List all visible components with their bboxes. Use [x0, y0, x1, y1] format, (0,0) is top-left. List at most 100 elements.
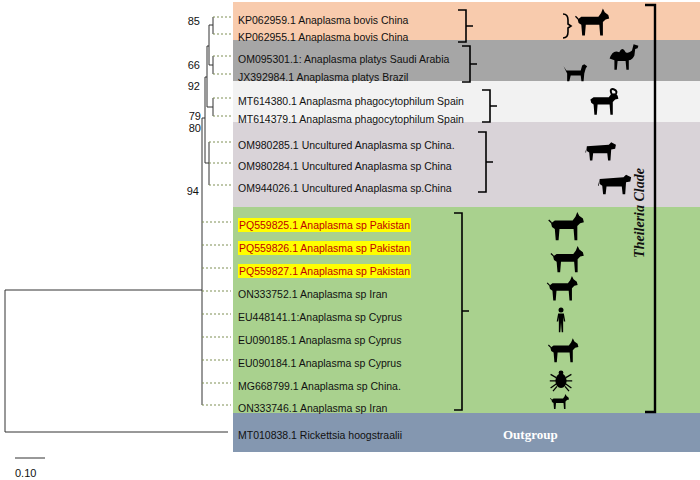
taxon-label: ON333746.1 Anaplasma sp Iran [238, 401, 387, 415]
camel-icon [610, 44, 639, 70]
taxon-label: PQ559825.1 Anaplasma sp Pakistan [238, 218, 411, 232]
tree-branch [5, 290, 202, 291]
clade-band: OM980285.1 Uncultured Anaplasma sp China… [233, 122, 700, 207]
tip-branch [202, 222, 231, 223]
bootstrap-value: 94 [187, 184, 199, 198]
tree-branch [5, 432, 228, 433]
group-bracket [458, 10, 473, 42]
goat-icon [575, 9, 609, 36]
cow-icon [585, 142, 616, 160]
text-holder: MT614379.1 Anaplasma phagocytophilum Spa… [238, 109, 464, 127]
clade-band: KP062959.1 Anaplasma bovis ChinaKP062955… [233, 2, 700, 40]
taxon-label: MT010838.1 Rickettsia hoogstraalii [238, 428, 402, 442]
text-holder: PQ559826.1 Anaplasma sp Pakistan [238, 238, 411, 256]
tip-branch [213, 98, 231, 99]
tree-branch [15, 458, 45, 459]
taxon-label: OM944026.1 Uncultured Anaplasma sp.China [238, 181, 452, 195]
text-holder: 92 [188, 76, 200, 94]
tree-branch [207, 46, 209, 47]
tree-branch [209, 25, 210, 65]
tip-branch [202, 291, 231, 292]
clade-band: PQ559825.1 Anaplasma sp PakistanPQ559826… [233, 207, 700, 413]
clade-title: Theileria Clade [633, 168, 647, 258]
goat-icon [548, 338, 578, 362]
text-holder: OM095301.1: Anaplasma platys Saudi Arabi… [238, 49, 449, 67]
tip-branch [213, 56, 231, 57]
text-holder: EU448141.1:Anaplasma sp Cyprus [238, 307, 402, 325]
goat-icon [548, 212, 584, 240]
bootstrap-value: 85 [188, 14, 200, 28]
taxon-label: OM980285.1 Uncultured Anaplasma sp China… [238, 138, 455, 152]
text-holder: MT010838.1 Rickettsia hoogstraalii [238, 425, 402, 443]
taxon-label: MT614380.1 Anaplasma phagocytophilum Spa… [238, 94, 464, 108]
tip-branch [213, 17, 231, 18]
outgroup-label: Outgroup [503, 428, 558, 442]
dog-icon [564, 64, 588, 81]
clade-band: MT614380.1 Anaplasma phagocytophilum Spa… [233, 81, 700, 122]
taxon-label: PQ559826.1 Anaplasma sp Pakistan [238, 241, 411, 255]
group-brackets [454, 5, 655, 412]
group-bracket [454, 213, 469, 410]
host-brace [563, 14, 571, 38]
tip-branch [213, 74, 231, 75]
taxon-label: OM980284.1 Uncultured Anaplasma sp China [238, 159, 452, 173]
outgroup-band: MT010838.1 Rickettsia hoogstraalii Outgro… [233, 413, 700, 452]
taxon-label: EU090185.1 Anaplasma sp Cyprus [238, 333, 401, 347]
tip-branch [202, 405, 231, 406]
text-holder: ON333752.1 Anaplasma sp Iran [238, 284, 387, 302]
taxon-label: OM095301.1: Anaplasma platys Saudi Arabi… [238, 52, 449, 66]
taxon-label: MT614379.1 Anaplasma phagocytophilum Spa… [238, 112, 464, 126]
tip-branch [213, 116, 231, 117]
text-holder: 79 [189, 106, 201, 124]
group-bracket [478, 132, 493, 192]
text-holder: ON333746.1 Anaplasma sp Iran [238, 398, 387, 416]
taxon-label: PQ559827.1 Anaplasma sp Pakistan [238, 264, 411, 278]
tree-branch [213, 56, 214, 74]
text-holder: EU090184.1 Anaplasma sp Cyprus [238, 353, 401, 371]
text-holder: Outgroup [503, 425, 558, 443]
tree-branch [202, 118, 203, 405]
tree-branch [209, 142, 210, 185]
scale-value: 0.10 [15, 466, 36, 480]
text-holder: OM980284.1 Uncultured Anaplasma sp China [238, 156, 452, 174]
tip-branch [209, 163, 231, 164]
tip-branch [209, 142, 231, 143]
group-bracket [482, 90, 497, 122]
goat-icon [550, 394, 569, 409]
text-holder: OM944026.1 Uncultured Anaplasma sp.China [238, 178, 452, 196]
goat-icon [547, 276, 578, 300]
taxon-label: MG668799.1 Anaplasma sp China. [238, 379, 401, 393]
taxon-label: ON333752.1 Anaplasma sp Iran [238, 287, 387, 301]
tip-branch [209, 185, 231, 186]
tree-branch [213, 98, 214, 116]
text-holder: 80 [189, 118, 201, 136]
taxon-label: KP062955.1 Anaplasma bovis China [238, 30, 408, 44]
text-holder: KP062959.1 Anaplasma bovis China [238, 10, 408, 28]
taxon-label: EU090184.1 Anaplasma sp Cyprus [238, 356, 401, 370]
group-bracket [462, 46, 477, 82]
taxon-label: EU448141.1:Anaplasma sp Cyprus [238, 310, 402, 324]
text-holder: KP062955.1 Anaplasma bovis China [238, 27, 408, 45]
tip-branch [202, 383, 231, 384]
bootstrap-value: 79 [189, 109, 201, 123]
tree-branch [205, 77, 206, 163]
tip-branch [202, 314, 231, 315]
goat-icon [551, 246, 584, 272]
bootstrap-value: 80 [189, 121, 201, 135]
text-holder: MT614380.1 Anaplasma phagocytophilum Spa… [238, 91, 464, 109]
text-holder: 94 [187, 181, 199, 199]
host-icons [547, 9, 639, 409]
bootstrap-value: 92 [188, 79, 200, 93]
tip-branch [202, 268, 231, 269]
tip-branch [202, 360, 231, 361]
tree-branch [213, 17, 214, 34]
sheep-icon [590, 89, 618, 115]
tree-branch [5, 290, 6, 432]
tree-branch [202, 118, 205, 119]
text-holder: PQ559827.1 Anaplasma sp Pakistan [238, 261, 411, 279]
tip-branch [202, 245, 231, 246]
text-holder: 66 [188, 55, 200, 73]
text-holder: 0.10 [15, 463, 36, 480]
taxon-label: JX392984.1 Anaplasma platys Brazil [238, 70, 408, 84]
